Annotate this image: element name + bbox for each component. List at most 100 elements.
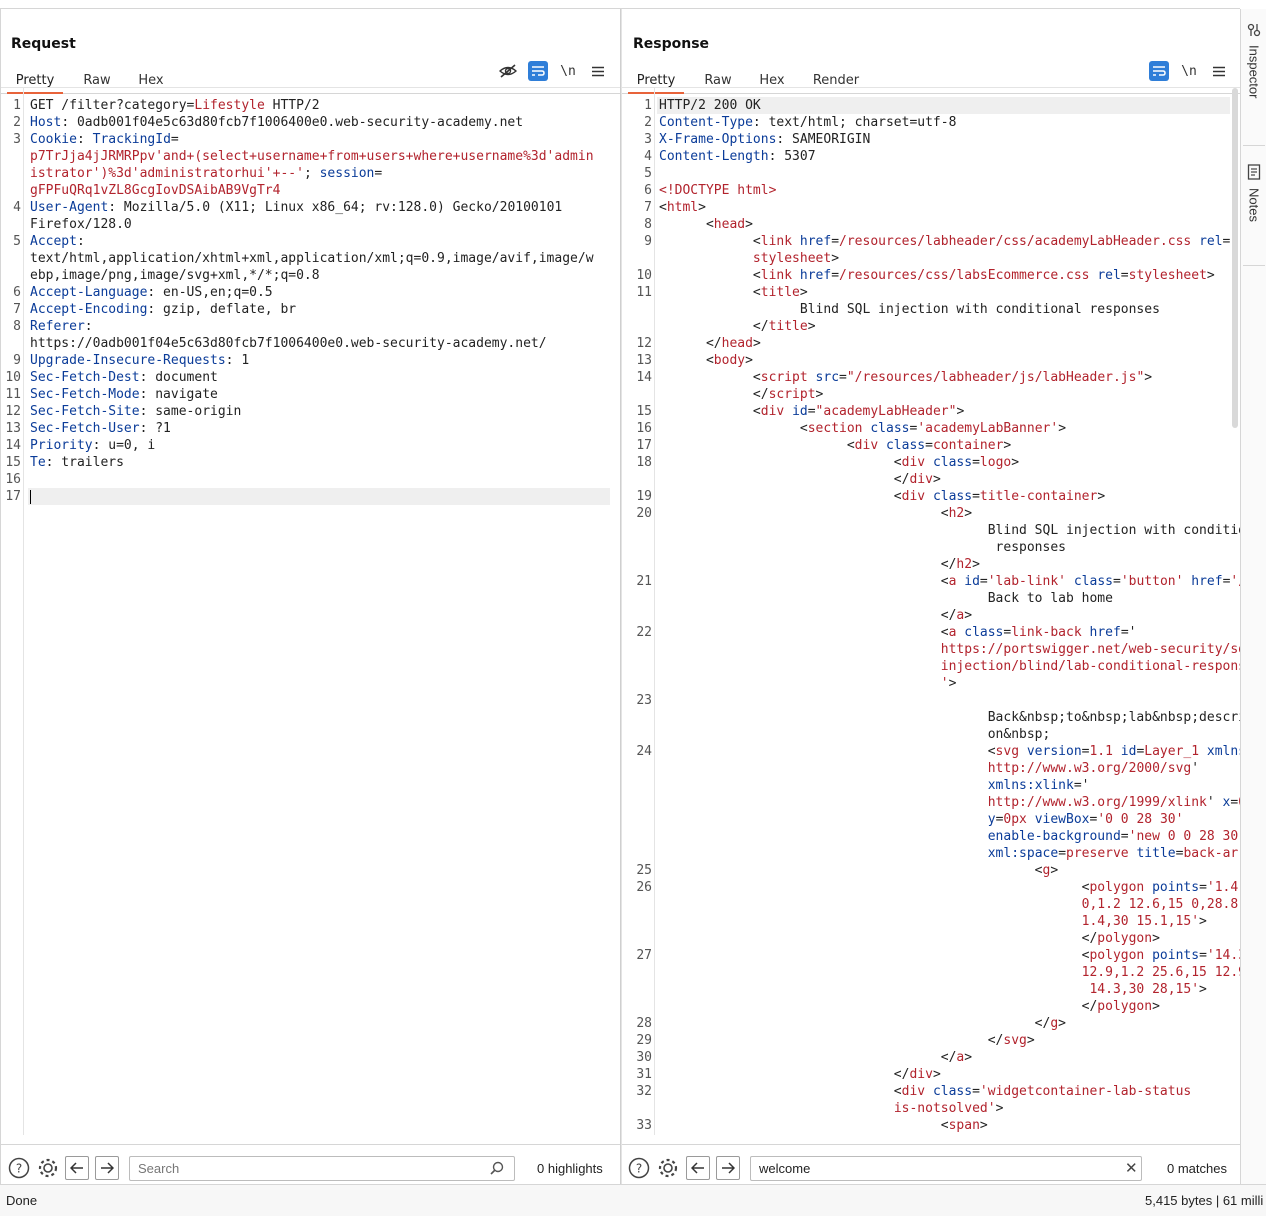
code-token: = — [1089, 812, 1098, 827]
code-token: rel — [1097, 268, 1121, 283]
code-token: < — [659, 438, 855, 453]
code-token — [1191, 234, 1199, 249]
code-text: Blind SQL injection with conditional — [659, 522, 1240, 539]
response-tab-pretty[interactable]: Pretty — [628, 62, 684, 94]
inspector-panel-toggle[interactable]: Inspector — [1241, 23, 1266, 98]
code-text: xmlns:xlink=' — [659, 777, 1090, 794]
code-token — [659, 676, 941, 691]
request-tabs: Pretty Raw Hex — [1, 62, 620, 94]
code-token: Sec-Fetch-Mode — [30, 387, 140, 402]
next-match-arrow-icon[interactable] — [95, 1156, 119, 1180]
code-text: <div class=container> — [659, 437, 1011, 454]
code-token: 0px — [1238, 795, 1240, 810]
code-token: logo — [979, 455, 1012, 470]
show-newlines-icon[interactable]: \n — [1181, 63, 1197, 79]
settings-gear-icon[interactable] — [36, 1156, 60, 1180]
code-token: Content-Type — [659, 115, 753, 130]
help-icon[interactable]: ? — [7, 1156, 31, 1180]
line-number: 8 — [644, 217, 652, 232]
response-scrollbar[interactable] — [1232, 88, 1238, 428]
code-text: xml:space=preserve title=back-arrow> — [659, 845, 1240, 862]
code-token: https://0adb001f04e5c63d80fcb7f1006400e0… — [30, 336, 547, 351]
response-tabs: Pretty Raw Hex Render — [622, 62, 1240, 94]
code-text: <body> — [659, 352, 753, 369]
code-text: https://0adb001f04e5c63d80fcb7f1006400e0… — [30, 335, 547, 352]
code-token: ' — [1206, 795, 1223, 810]
code-token: </ — [659, 1016, 1051, 1031]
code-text: Content-Type: text/html; charset=utf-8 — [659, 114, 956, 131]
request-search-input[interactable] — [138, 1161, 506, 1176]
code-token: : — [76, 132, 93, 147]
pane-divider[interactable] — [620, 9, 622, 1184]
previous-match-arrow-icon[interactable] — [65, 1156, 89, 1180]
code-token: link — [760, 234, 793, 249]
code-token: 14.3,30 28,15' — [1081, 982, 1200, 997]
menu-icon[interactable] — [1209, 61, 1229, 81]
code-text: <html> — [659, 199, 706, 216]
show-newlines-icon[interactable]: \n — [560, 63, 576, 79]
code-token — [925, 1084, 933, 1099]
line-number: 21 — [636, 574, 652, 589]
code-line: text/html,application/xhtml+xml,applicat… — [28, 250, 610, 267]
response-tab-raw[interactable]: Raw — [704, 73, 732, 88]
code-token: Upgrade-Insecure-Requests — [30, 353, 226, 368]
line-number: 14 — [5, 438, 21, 453]
code-token: "academyLabHeader" — [815, 404, 957, 419]
line-number: 1 — [13, 98, 21, 113]
code-token: > — [752, 336, 761, 351]
wrap-lines-icon[interactable] — [528, 61, 548, 81]
code-token: '/' — [1230, 574, 1240, 589]
code-token: Referer — [30, 319, 85, 334]
code-token: < — [659, 574, 949, 589]
hide-non-printable-icon[interactable] — [498, 61, 518, 81]
line-number: 5 — [13, 234, 21, 249]
settings-gear-icon[interactable] — [656, 1156, 680, 1180]
request-tab-hex[interactable]: Hex — [138, 73, 164, 88]
previous-match-arrow-icon[interactable] — [686, 1156, 710, 1180]
wrap-lines-icon[interactable] — [1149, 61, 1169, 81]
response-tab-render[interactable]: Render — [812, 73, 860, 88]
code-line: ebp,image/png,image/svg+xml,*/*;q=0.8 — [28, 267, 610, 284]
code-token: a — [948, 625, 957, 640]
code-token: responses — [659, 540, 1066, 555]
code-text: Blind SQL injection with conditional res… — [659, 301, 1160, 318]
code-line: LAB — [657, 1134, 1230, 1135]
code-token: p7TrJja4jJRMRPpv'and+(select+username+fr… — [30, 149, 594, 164]
next-match-arrow-icon[interactable] — [716, 1156, 740, 1180]
code-token: > — [1144, 370, 1153, 385]
code-token: = — [1199, 948, 1207, 963]
code-text: Upgrade-Insecure-Requests: 1 — [30, 352, 249, 369]
code-token: text/html,application/xhtml+xml,applicat… — [30, 251, 594, 266]
code-token: enable-background — [987, 829, 1121, 844]
code-text: <h2> — [659, 505, 972, 522]
code-token — [1082, 625, 1090, 640]
code-text: Sec-Fetch-Site: same-origin — [30, 403, 241, 420]
code-token — [659, 642, 941, 657]
notes-panel-toggle[interactable]: Notes — [1241, 164, 1266, 222]
clear-search-icon[interactable]: ✕ — [1125, 1159, 1138, 1177]
response-tab-hex[interactable]: Hex — [759, 73, 785, 88]
code-token: 0px — [1003, 812, 1027, 827]
line-number: 10 — [636, 268, 652, 283]
code-token: div — [901, 1084, 926, 1099]
code-token — [1027, 812, 1035, 827]
code-token — [1144, 948, 1152, 963]
response-search-input[interactable] — [759, 1161, 1133, 1176]
line-number: 9 — [13, 353, 21, 368]
code-text: on&nbsp; — [659, 726, 1051, 743]
request-tab-pretty[interactable]: Pretty — [7, 62, 63, 94]
help-icon[interactable]: ? — [627, 1156, 651, 1180]
code-token — [1199, 744, 1207, 759]
code-token: > — [807, 319, 816, 334]
menu-icon[interactable] — [588, 61, 608, 81]
code-token: > — [1026, 1033, 1035, 1048]
code-token — [659, 659, 941, 674]
code-line: Blind SQL injection with conditional res… — [657, 301, 1230, 318]
request-tab-raw[interactable]: Raw — [83, 73, 111, 88]
code-line: 8 <head> — [644, 216, 1230, 233]
